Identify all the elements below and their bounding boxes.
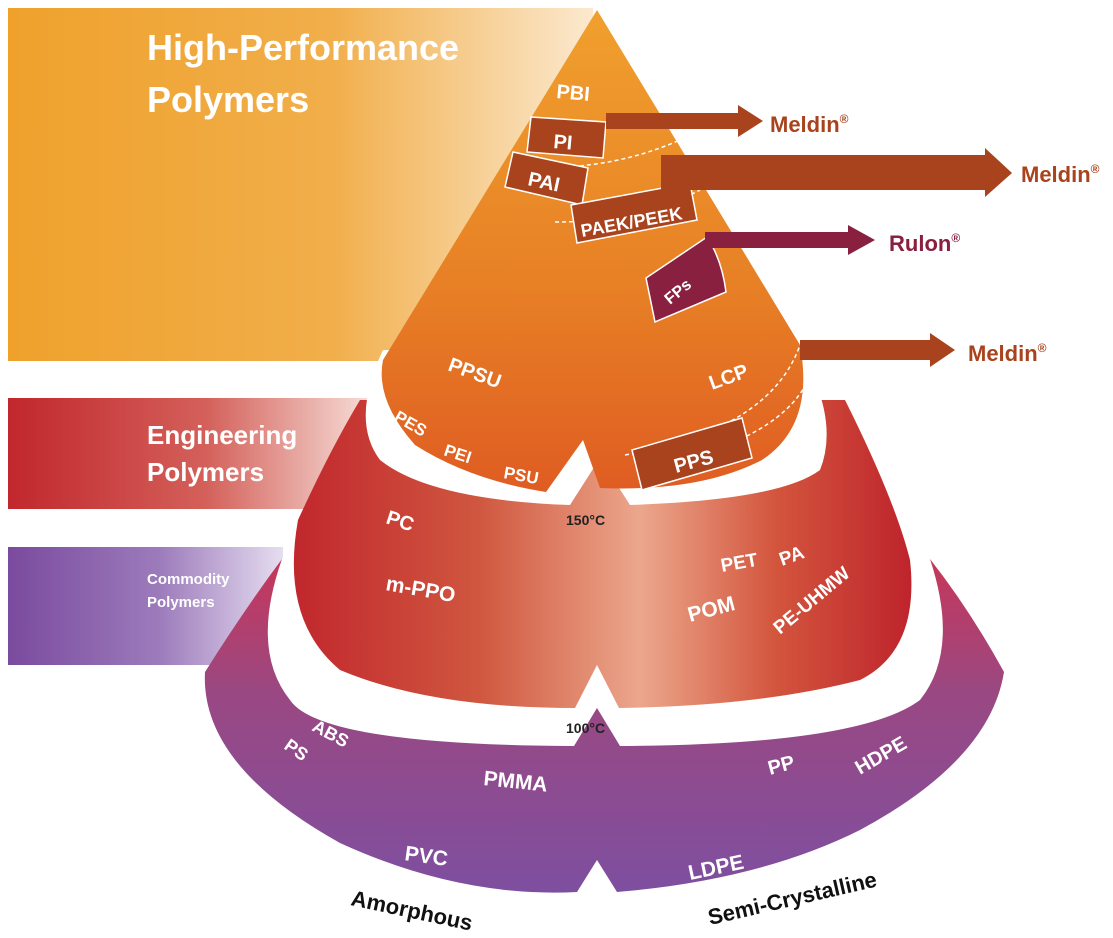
brand-meldin-1: Meldin® <box>770 112 849 137</box>
meldin-arrow-3 <box>800 333 955 367</box>
high-performance-cone <box>381 10 804 492</box>
pi-box <box>526 116 607 159</box>
brand-meldin-2: Meldin® <box>1021 162 1100 187</box>
amorphous-label: Amorphous <box>349 885 475 935</box>
rulon-arrow <box>705 225 875 255</box>
engineering-label: Engineering <box>147 420 297 450</box>
paek-box <box>570 182 698 244</box>
commodity-label: Commodity <box>147 571 230 588</box>
temp-150: 150°C <box>566 512 605 528</box>
temp-100: 100°C <box>566 720 605 736</box>
pps-box <box>631 417 753 491</box>
high-performance-label-2: Polymers <box>147 79 309 120</box>
commodity-label-2: Polymers <box>147 594 215 611</box>
brand-rulon: Rulon® <box>889 231 960 256</box>
meldin-arrow-2 <box>661 148 1012 197</box>
high-performance-label: High-Performance <box>147 27 459 68</box>
engineering-label-2: Polymers <box>147 457 264 487</box>
polymer-pi: PI <box>553 131 574 155</box>
brand-meldin-3: Meldin® <box>968 341 1047 366</box>
meldin-arrow-1 <box>606 105 763 137</box>
polymer-pbi: PBI <box>556 81 591 106</box>
engineering-band <box>8 398 368 509</box>
